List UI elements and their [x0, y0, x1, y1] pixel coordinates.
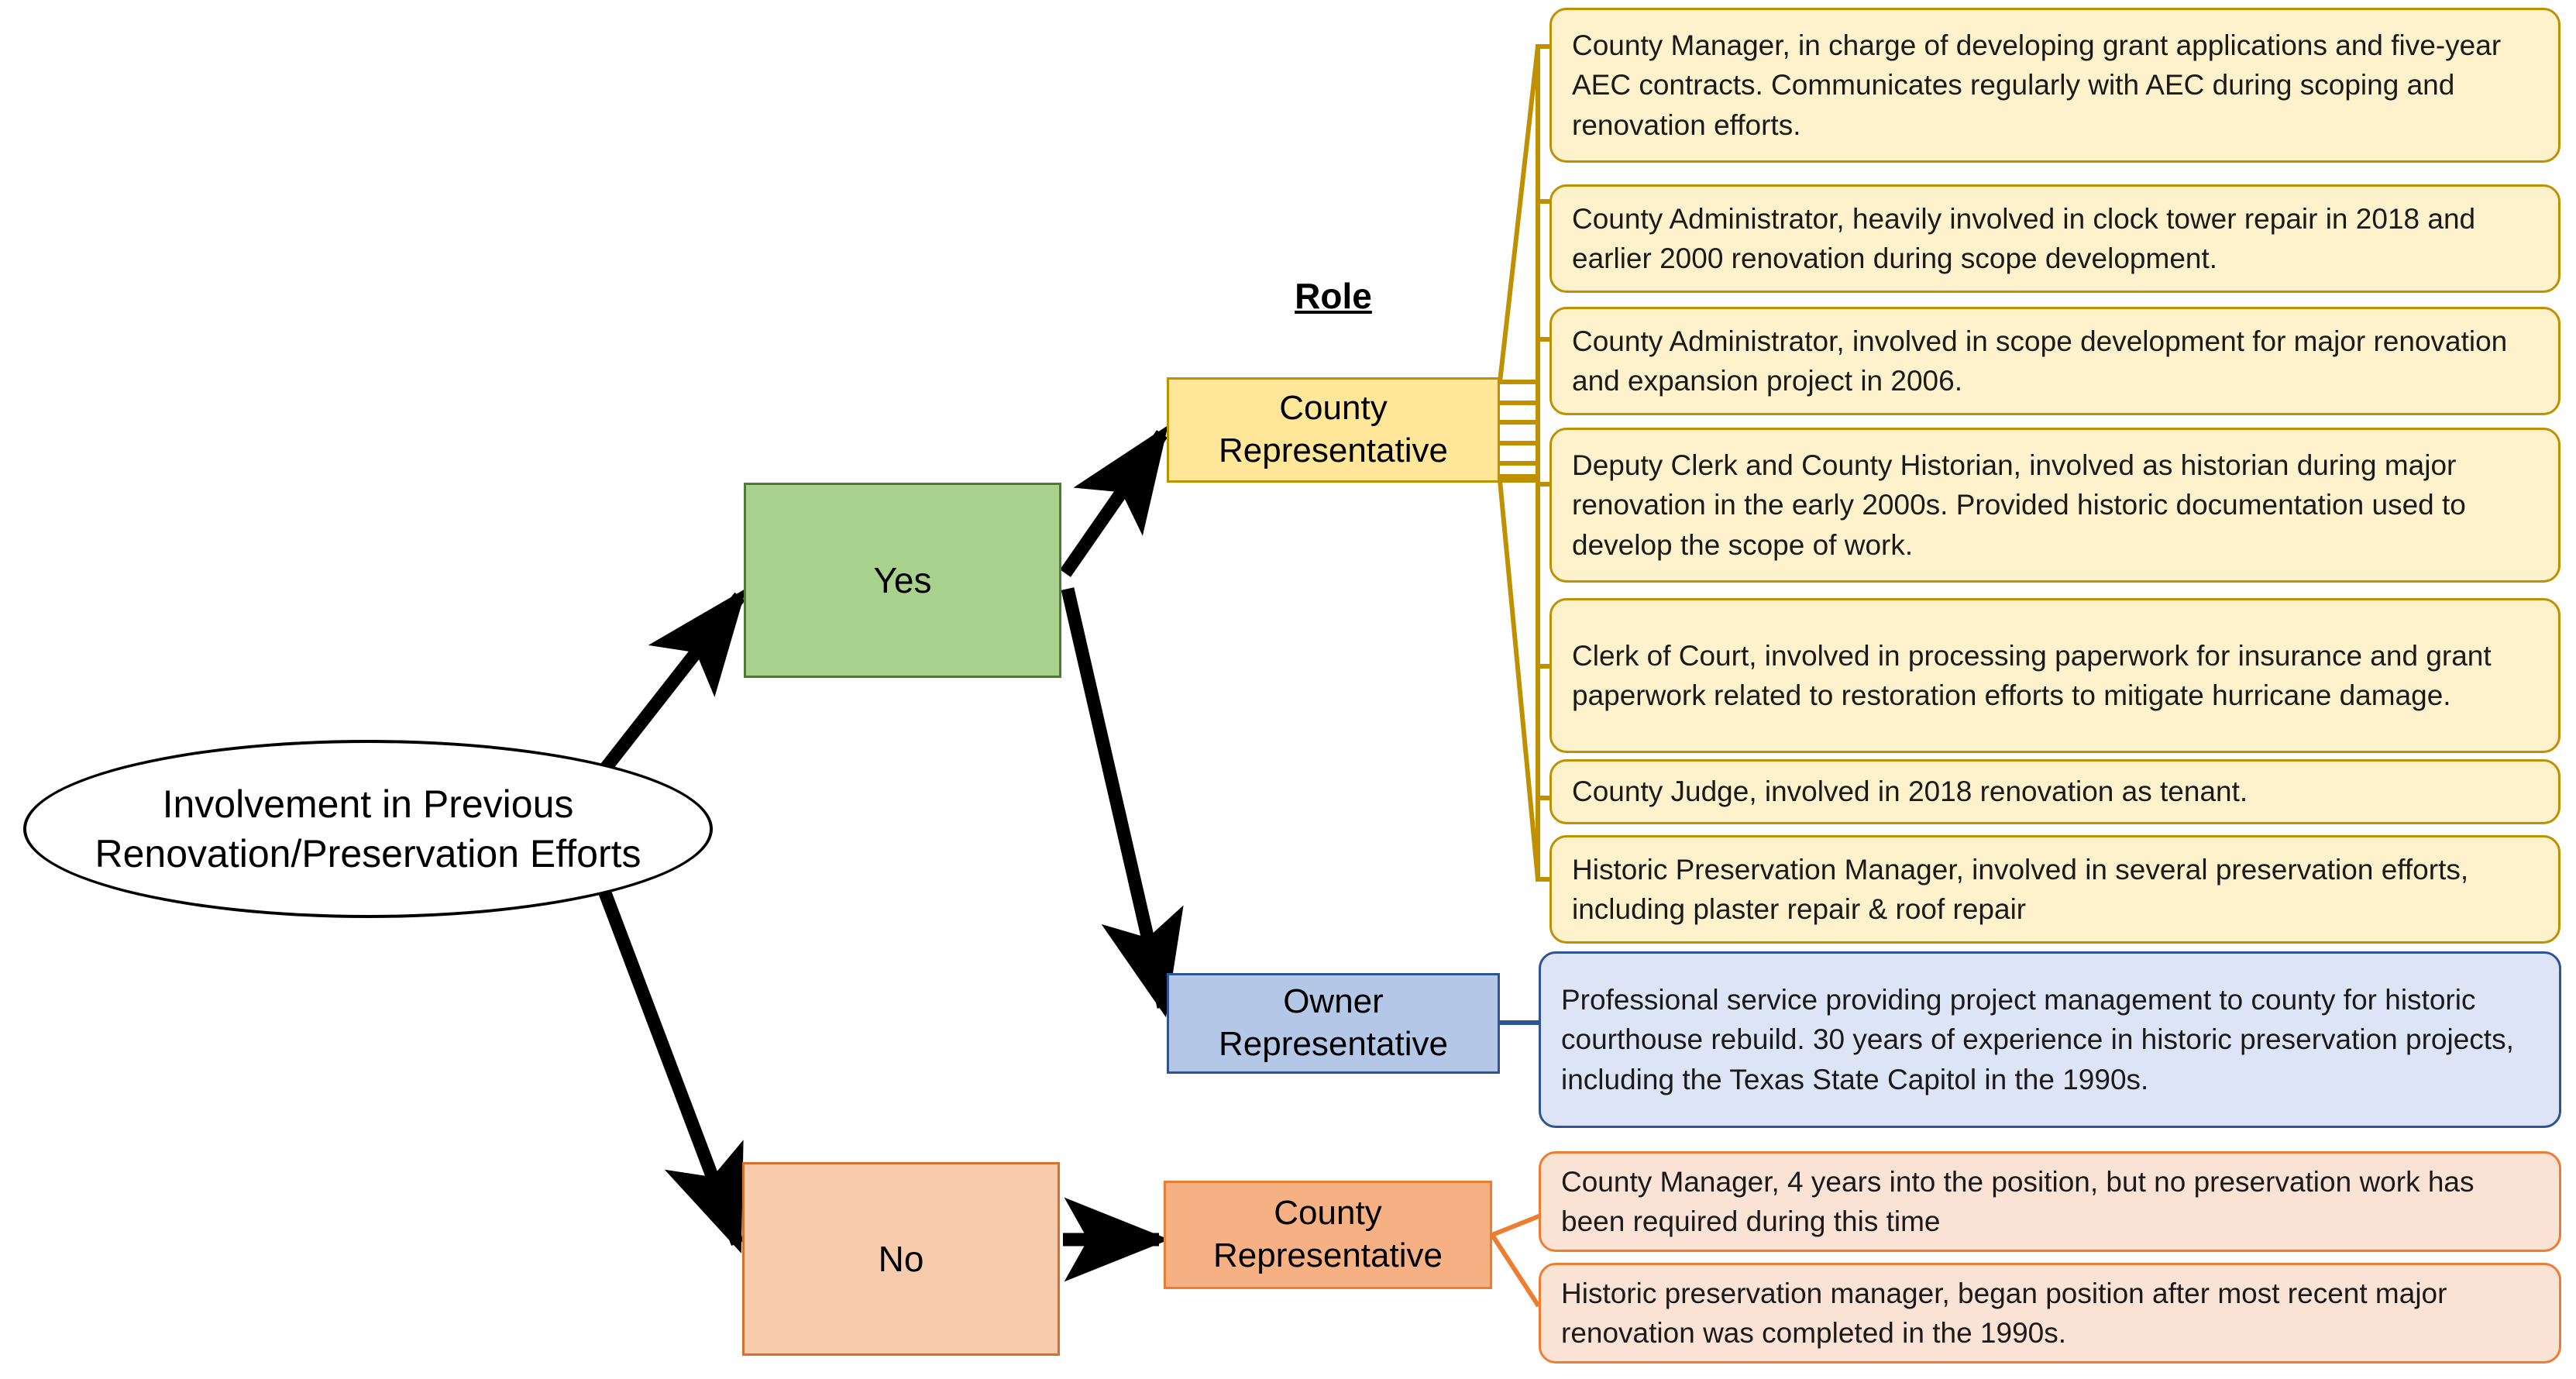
orange-link-2 — [1490, 1233, 1541, 1308]
callout-owner-rep-1[interactable]: Professional service providing project m… — [1539, 951, 2561, 1128]
callout-county-rep-3-text: County Administrator, involved in scope … — [1572, 325, 2508, 397]
callout-county-rep-7-text: Historic Preservation Manager, involved … — [1572, 853, 2469, 925]
role-column-header: Role — [1295, 276, 1372, 316]
orange-connector-group — [1490, 1212, 1541, 1308]
callout-county-rep-6-text: County Judge, involved in 2018 renovatio… — [1572, 775, 2248, 808]
callout-county-rep-2[interactable]: County Administrator, heavily involved i… — [1549, 184, 2561, 293]
role-box-county-representative-no-label: County Representative — [1213, 1194, 1443, 1274]
callout-county-rep-1[interactable]: County Manager, in charge of developing … — [1549, 8, 2561, 163]
callout-county-rep-6[interactable]: County Judge, involved in 2018 renovatio… — [1549, 759, 2561, 824]
role-box-county-representative-no[interactable]: County Representative — [1164, 1181, 1492, 1289]
edge-root-to-no — [598, 888, 744, 1253]
decision-box-yes-label: Yes — [873, 559, 932, 600]
role-box-owner-representative[interactable]: Owner Representative — [1167, 973, 1500, 1074]
role-box-owner-representative-label: Owner Representative — [1219, 982, 1448, 1063]
callout-county-rep-no-2[interactable]: Historic preservation manager, began pos… — [1539, 1263, 2561, 1364]
decision-box-no-label: No — [878, 1238, 924, 1279]
role-box-county-representative-yes[interactable]: County Representative — [1167, 377, 1500, 483]
edge-root-to-yes — [595, 588, 747, 779]
decision-box-no[interactable]: No — [742, 1162, 1060, 1356]
callout-county-rep-no-1-text: County Manager, 4 years into the positio… — [1561, 1165, 2475, 1237]
gold-diag-bottom — [1498, 480, 1540, 880]
callout-owner-rep-1-text: Professional service providing project m… — [1561, 984, 2514, 1095]
root-node-label: Involvement in Previous Renovation/Prese… — [95, 782, 641, 875]
callout-county-rep-no-1[interactable]: County Manager, 4 years into the positio… — [1539, 1151, 2561, 1252]
edge-yes-to-owner-rep — [1061, 587, 1184, 1018]
callout-county-rep-5-text: Clerk of Court, involved in processing p… — [1572, 639, 2492, 711]
orange-link-1 — [1491, 1212, 1541, 1237]
callout-county-rep-4[interactable]: Deputy Clerk and County Historian, invol… — [1549, 428, 2561, 583]
callout-county-rep-3[interactable]: County Administrator, involved in scope … — [1549, 307, 2561, 415]
callout-county-rep-2-text: County Administrator, heavily involved i… — [1572, 202, 2476, 274]
root-node-involvement[interactable]: Involvement in Previous Renovation/Prese… — [23, 740, 713, 918]
callout-county-rep-7[interactable]: Historic Preservation Manager, involved … — [1549, 835, 2561, 944]
edge-yes-to-county-rep — [1060, 425, 1168, 577]
role-box-county-representative-yes-label: County Representative — [1219, 389, 1448, 469]
callout-county-rep-4-text: Deputy Clerk and County Historian, invol… — [1572, 449, 2466, 561]
gold-diag-top — [1498, 46, 1540, 383]
callout-county-rep-5[interactable]: Clerk of Court, involved in processing p… — [1549, 598, 2561, 753]
decision-box-yes[interactable]: Yes — [744, 483, 1061, 678]
callout-county-rep-1-text: County Manager, in charge of developing … — [1572, 29, 2502, 141]
callout-county-rep-no-2-text: Historic preservation manager, began pos… — [1561, 1277, 2447, 1349]
